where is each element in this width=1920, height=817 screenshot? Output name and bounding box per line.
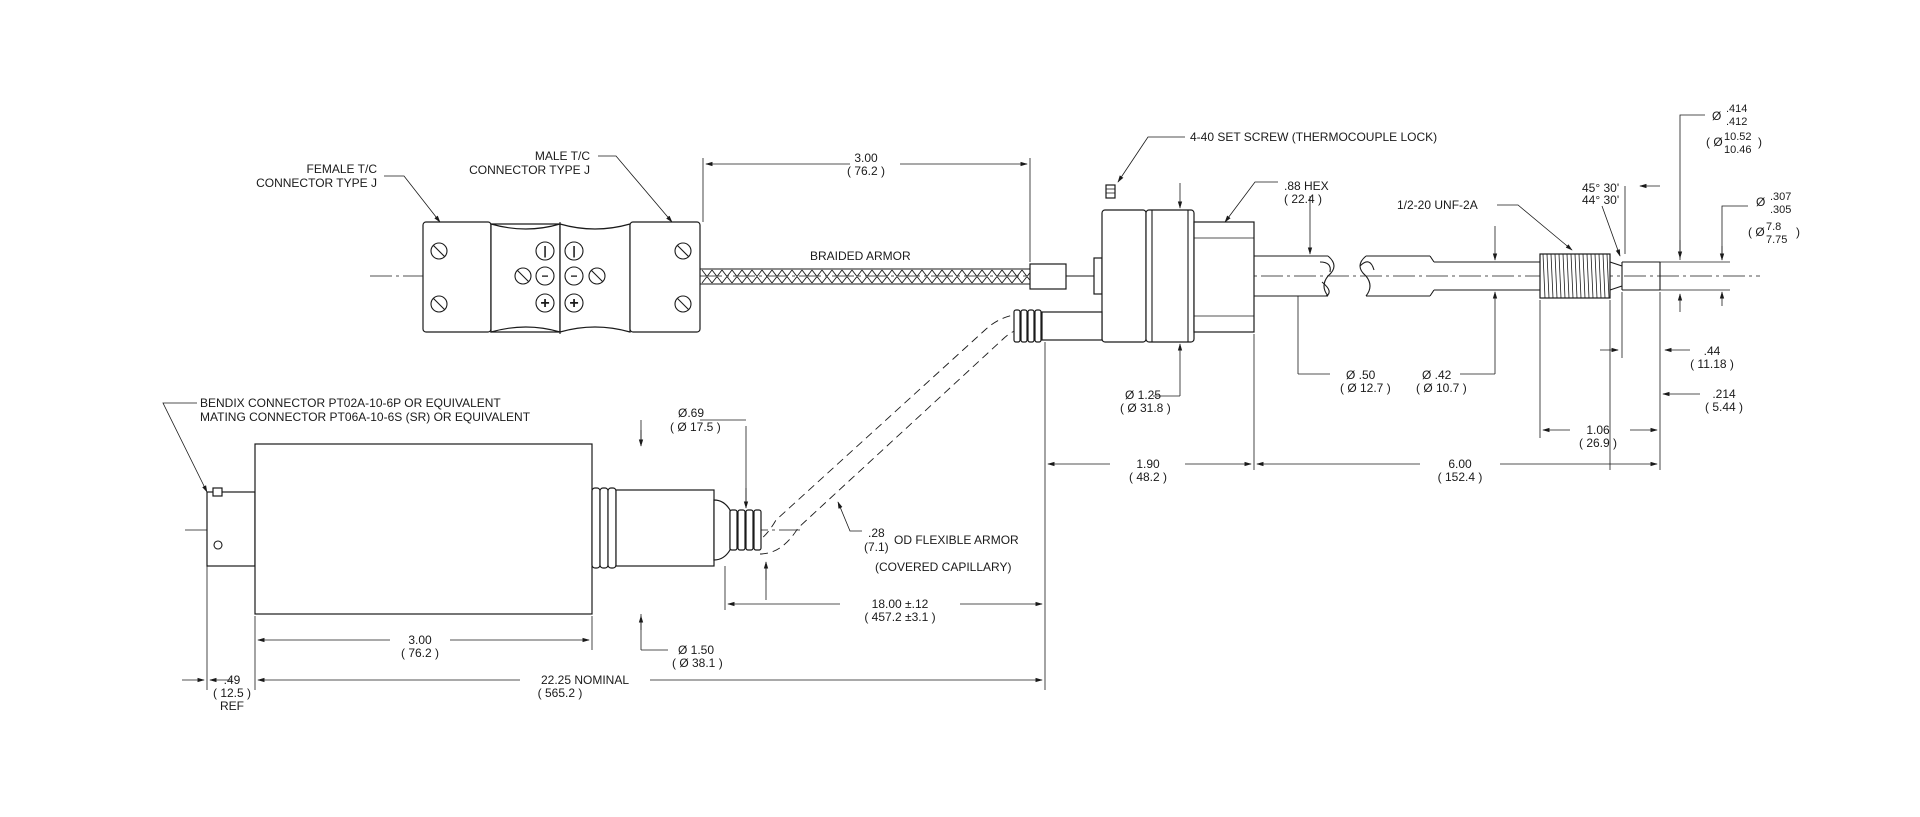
pin-icon bbox=[535, 241, 584, 313]
dim-3-00-bottom-mm: ( 76.2 ) bbox=[401, 646, 439, 660]
dim-0-44-mm: ( 11.18 ) bbox=[1690, 357, 1734, 371]
hex-label-mm: ( 22.4 ) bbox=[1284, 192, 1322, 206]
dim-dia-414-lower: .412 bbox=[1726, 116, 1747, 128]
pin-symbol: + bbox=[569, 295, 578, 312]
thread-label: 1/2-20 UNF-2A bbox=[1397, 198, 1478, 212]
bendix-label: BENDIX CONNECTOR PT02A-10-6P OR EQUIVALE… bbox=[200, 396, 501, 410]
pin-symbol: | bbox=[543, 244, 546, 258]
hex-label: .88 HEX bbox=[1284, 179, 1329, 193]
dim-dia-414-mm-prefix: ( Ø bbox=[1706, 135, 1723, 149]
dim-0-49-ref-tag: REF bbox=[220, 699, 244, 713]
dim-1-06: 1.06 bbox=[1586, 423, 1610, 437]
dim-3-00-bottom: 3.00 bbox=[408, 633, 432, 647]
flexible-armor bbox=[739, 309, 1103, 555]
chamfer-angle: 44° 30' bbox=[1582, 193, 1619, 207]
transducer-body bbox=[185, 443, 800, 615]
dim-1-06-mm: ( 26.9 ) bbox=[1579, 436, 1617, 450]
body-ribs bbox=[591, 487, 617, 569]
dim-dia-414-mm-upper: 10.52 bbox=[1724, 131, 1752, 143]
thermocouple-connector: | | − − + + bbox=[370, 221, 1760, 334]
dim-dia-0-50: Ø .50 bbox=[1346, 368, 1376, 382]
dim-6-00-mm: ( 152.4 ) bbox=[1438, 470, 1483, 484]
dim-dia-307-mm-prefix: ( Ø bbox=[1748, 225, 1765, 239]
armor-bellows bbox=[729, 509, 762, 551]
dim-18-00: 18.00 ±.12 bbox=[872, 597, 929, 611]
covered-capillary-label: (COVERED CAPILLARY) bbox=[875, 560, 1011, 574]
dim-18-00-mm: ( 457.2 ±3.1 ) bbox=[864, 610, 935, 624]
braided-armor bbox=[700, 263, 1094, 290]
dimension-lines bbox=[162, 114, 1748, 690]
dim-22-25: 22.25 NOMINAL bbox=[541, 673, 629, 687]
dim-dia-414-mm-suffix: ) bbox=[1758, 135, 1762, 149]
dim-dia-414-mm-lower: 10.46 bbox=[1724, 144, 1752, 156]
dim-dia-1-50-mm: ( Ø 38.1 ) bbox=[672, 656, 723, 670]
flex-armor-od-mm: (7.1) bbox=[864, 540, 889, 554]
dim-dia-1-50: Ø 1.50 bbox=[678, 643, 714, 657]
dim-3-00-top-mm: ( 76.2 ) bbox=[847, 164, 885, 178]
dim-0-49-ref-mm: ( 12.5 ) bbox=[213, 686, 251, 700]
dim-dia-414-prefix: Ø bbox=[1712, 109, 1721, 123]
dim-dia-0-69-mm: ( Ø 17.5 ) bbox=[670, 420, 721, 434]
dim-22-25-mm: ( 565.2 ) bbox=[538, 686, 583, 700]
dim-dia-307-upper: .307 bbox=[1770, 191, 1791, 203]
dim-dia-0-50-mm: ( Ø 12.7 ) bbox=[1340, 381, 1391, 395]
dim-1-90: 1.90 bbox=[1136, 457, 1160, 471]
screw-icon bbox=[430, 242, 692, 313]
dim-dia-414-upper: .414 bbox=[1726, 103, 1747, 115]
pin-symbol: | bbox=[572, 244, 575, 258]
chamfer-angle: 45° 30' bbox=[1582, 181, 1619, 195]
dim-dia-1-25-mm: ( Ø 31.8 ) bbox=[1120, 401, 1171, 415]
probe-head bbox=[1093, 184, 1661, 343]
braided-armor-label: BRAIDED ARMOR bbox=[810, 249, 911, 263]
dim-6-00: 6.00 bbox=[1448, 457, 1472, 471]
dim-0-49-ref: .49 bbox=[224, 673, 241, 687]
dim-dia-0-42: Ø .42 bbox=[1422, 368, 1452, 382]
dim-3-00-top: 3.00 bbox=[854, 151, 878, 165]
dim-1-90-mm: ( 48.2 ) bbox=[1129, 470, 1167, 484]
bendix-label: MATING CONNECTOR PT06A-10-6S (SR) OR EQU… bbox=[200, 410, 531, 424]
dim-0-44: .44 bbox=[1704, 344, 1721, 358]
annotations: FEMALE T/C CONNECTOR TYPE J MALE T/C CON… bbox=[200, 103, 1800, 713]
pin-symbol: − bbox=[570, 269, 577, 283]
dim-dia-307-mm-suffix: ) bbox=[1796, 225, 1800, 239]
flex-armor-label: OD FLEXIBLE ARMOR bbox=[894, 533, 1019, 547]
female-tc-label: FEMALE T/C bbox=[307, 162, 378, 176]
dim-dia-0-69: Ø.69 bbox=[678, 406, 704, 420]
dim-dia-307-mm-lower: 7.75 bbox=[1766, 234, 1787, 246]
dim-dia-1-25: Ø 1.25 bbox=[1125, 388, 1161, 402]
set-screw-label: 4-40 SET SCREW (THERMOCOUPLE LOCK) bbox=[1190, 130, 1437, 144]
dim-dia-307-mm-upper: 7.8 bbox=[1766, 221, 1781, 233]
pin-symbol: + bbox=[540, 295, 549, 312]
male-tc-label: CONNECTOR TYPE J bbox=[469, 163, 590, 177]
male-tc-label: MALE T/C bbox=[535, 149, 590, 163]
dim-dia-0-42-mm: ( Ø 10.7 ) bbox=[1416, 381, 1467, 395]
dim-dia-307-lower: .305 bbox=[1770, 204, 1791, 216]
dim-0-214-mm: ( 5.44 ) bbox=[1705, 400, 1743, 414]
armor-bellows bbox=[1013, 309, 1103, 343]
flex-armor-od: .28 bbox=[868, 526, 885, 540]
female-tc-label: CONNECTOR TYPE J bbox=[256, 176, 377, 190]
dim-dia-307-prefix: Ø bbox=[1756, 195, 1765, 209]
dim-0-214: .214 bbox=[1712, 387, 1736, 401]
pin-symbol: − bbox=[541, 269, 548, 283]
